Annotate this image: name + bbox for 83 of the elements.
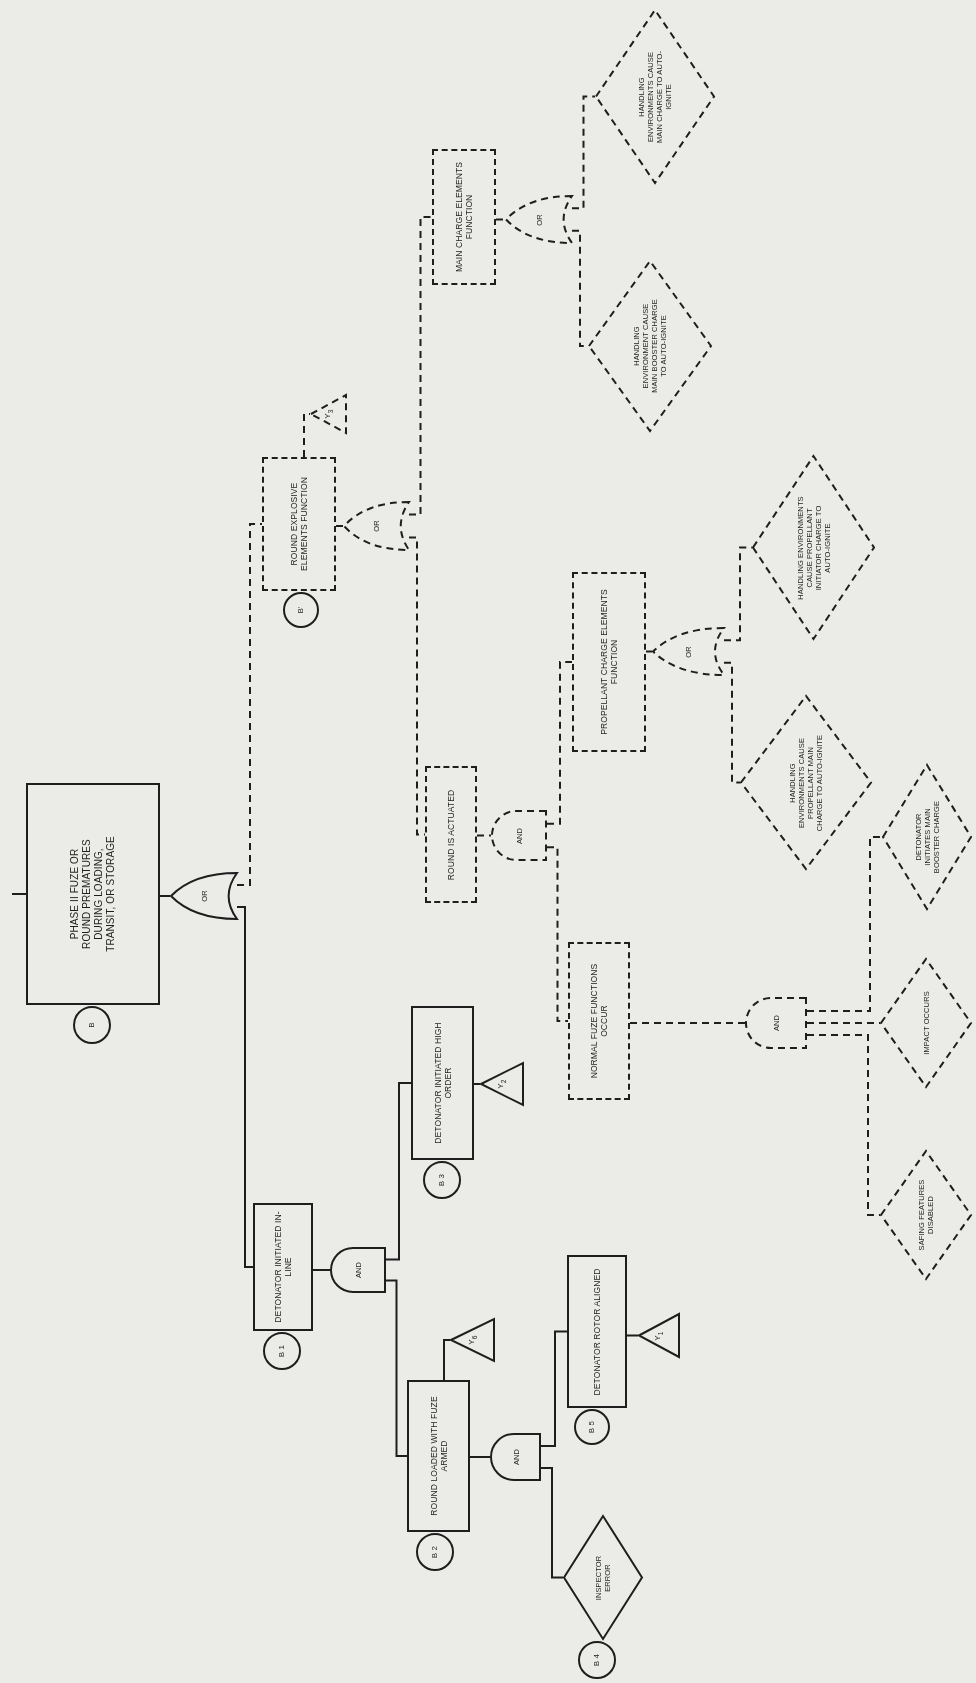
connector-line [385, 1082, 412, 1261]
reference-label: B 3 [437, 1172, 447, 1189]
and-gate [491, 810, 547, 861]
reference-label: B 4 [592, 1652, 602, 1669]
and-gate [745, 997, 807, 1049]
connector-line [806, 836, 883, 1013]
connector-line [645, 650, 653, 653]
or-gate [652, 627, 724, 676]
connector-line [236, 523, 263, 886]
connector-line [408, 216, 433, 516]
event-label: PHASE II FUZE OR ROUND PREMATURES DURING LOADING, TRANSIT, OR STORAGE [69, 835, 117, 954]
transfer-triangle [450, 1318, 495, 1362]
event-diamond [880, 958, 972, 1088]
and-gate [330, 1247, 386, 1293]
reference-circle [263, 1332, 301, 1370]
connector-line [540, 1330, 568, 1447]
event-label: DETONATOR INITIATED HIGH ORDER [432, 1021, 453, 1146]
event-box [425, 766, 477, 903]
reference-label: B 2 [430, 1544, 440, 1561]
connector-line [546, 846, 569, 1022]
connector-line [469, 1456, 491, 1458]
event-box [262, 457, 336, 591]
connector-line [571, 95, 596, 210]
event-label: ROUND LOADED WITH FUZE ARMED [428, 1395, 449, 1518]
connector-line [312, 1269, 331, 1271]
event-label: ROUND IS ACTUATED [445, 788, 457, 882]
event-diamond [752, 455, 875, 640]
and-gate [490, 1433, 541, 1481]
event-label: ROUND EXPLOSIVE ELEMENTS FUNCTION [288, 476, 310, 573]
connector-line [236, 906, 254, 1268]
event-box [411, 1006, 474, 1160]
event-box [567, 1255, 627, 1408]
reference-circle [283, 592, 319, 628]
event-diamond [740, 695, 872, 870]
reference-label: B [87, 1021, 97, 1030]
event-diamond [880, 1150, 972, 1280]
reference-circle [578, 1641, 616, 1679]
connector-line [629, 1022, 746, 1024]
connector-line [806, 1022, 881, 1024]
transfer-triangle [638, 1313, 680, 1358]
connector-line [546, 661, 573, 825]
connector-line [335, 525, 344, 527]
connector-line [495, 218, 506, 221]
event-label: NORMAL FUZE FUNCTIONS OCCUR [588, 962, 610, 1081]
event-label: DETONATOR INITIATED IN-LINE [272, 1210, 294, 1324]
reference-circle [416, 1533, 454, 1571]
event-diamond [595, 9, 715, 184]
transfer-triangle [310, 394, 347, 434]
connector-line [806, 1033, 881, 1216]
connector-line [408, 536, 426, 836]
reference-label: B 1 [277, 1343, 287, 1360]
connector-line [11, 893, 27, 895]
event-box [432, 149, 496, 285]
reference-label: B' [296, 605, 306, 616]
connector-line [723, 661, 741, 784]
event-box [568, 942, 630, 1100]
connector-line [540, 1467, 564, 1579]
or-gate [343, 501, 409, 551]
reference-circle [574, 1409, 610, 1445]
or-gate [505, 195, 572, 244]
transfer-triangle [480, 1062, 524, 1106]
event-label: PROPELLANT CHARGE ELEMENTS FUNCTION [598, 588, 620, 737]
connector-line [385, 1279, 408, 1457]
connector-line [723, 546, 753, 642]
reference-label: B 5 [587, 1419, 597, 1436]
event-box [407, 1380, 470, 1532]
event-diamond [563, 1515, 643, 1640]
event-label: MAIN CHARGE ELEMENTS FUNCTION [453, 160, 475, 275]
connector-line [303, 413, 311, 458]
connector-line [473, 1083, 481, 1085]
event-label: DETONATOR ROTOR ALIGNED [591, 1267, 603, 1397]
event-diamond [882, 764, 972, 910]
connector-line [476, 834, 492, 837]
connector-line [159, 895, 171, 897]
reference-circle [73, 1006, 111, 1044]
reference-circle [423, 1161, 461, 1199]
event-box [253, 1203, 313, 1331]
event-diamond [588, 260, 712, 432]
event-box [572, 572, 646, 752]
or-gate [170, 872, 237, 920]
connector-line [443, 1339, 451, 1381]
connector-line [626, 1334, 639, 1337]
event-box [26, 783, 160, 1005]
